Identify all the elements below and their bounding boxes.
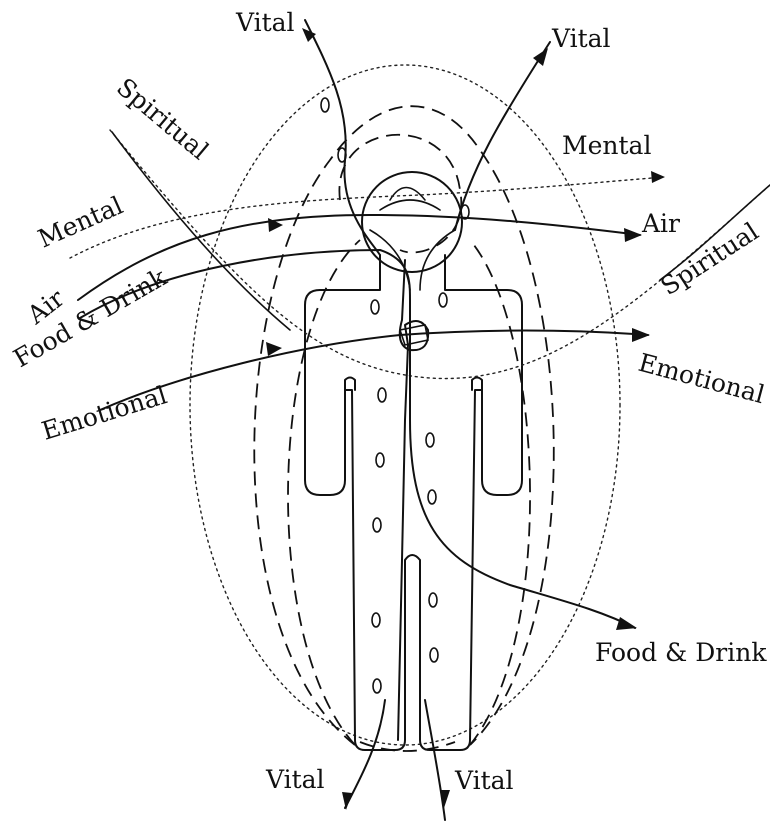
vital-arrowhead-top-right bbox=[533, 48, 548, 66]
emotional-flow bbox=[100, 330, 648, 410]
label-food-right: Food & Drink bbox=[595, 638, 767, 667]
vital-flow-bottom-left bbox=[345, 700, 385, 808]
right-arm-inner bbox=[472, 378, 482, 391]
label-vital-bottom-left: Vital bbox=[265, 765, 325, 794]
food-flow bbox=[80, 250, 635, 628]
mental-arrowhead bbox=[651, 171, 665, 183]
food-arrowhead bbox=[616, 617, 637, 630]
body-outline bbox=[305, 255, 522, 750]
label-vital-top-right: Vital bbox=[551, 24, 611, 53]
vital-flow-top-left bbox=[305, 20, 380, 255]
vital-flow-bottom-right bbox=[425, 700, 445, 820]
left-arm-inner bbox=[345, 378, 355, 391]
label-air-right: Air bbox=[641, 209, 680, 238]
label-vital-bottom-right: Vital bbox=[454, 766, 514, 795]
label-emotional-left: Emotional bbox=[38, 380, 170, 445]
label-vital-top-left: Vital bbox=[235, 8, 295, 37]
emotional-arrowhead-right bbox=[632, 328, 650, 342]
label-emotional-right: Emotional bbox=[635, 348, 767, 409]
air-arrowhead-right bbox=[624, 228, 642, 242]
head-circle bbox=[362, 172, 462, 272]
head-aura-dashed bbox=[339, 135, 461, 253]
label-mental-right: Mental bbox=[562, 131, 651, 160]
vital-arrowhead-bottom-left bbox=[342, 792, 352, 810]
digestive-tract bbox=[398, 260, 428, 740]
head-inner-loops bbox=[370, 188, 455, 291]
spiritual-flow bbox=[110, 130, 770, 379]
label-mental-left: Mental bbox=[34, 191, 128, 254]
